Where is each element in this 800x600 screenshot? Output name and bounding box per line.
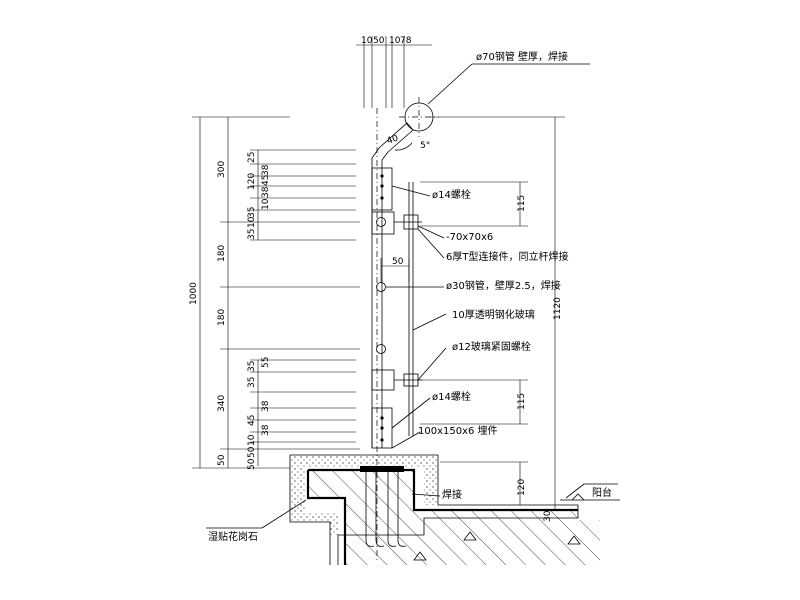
dim-35-a: 35 xyxy=(247,207,257,218)
dim-50-a: 50 xyxy=(247,446,257,458)
dim-35-b: 35 xyxy=(247,229,257,240)
dim-180-b: 180 xyxy=(217,309,227,326)
dim-55: 55 xyxy=(261,357,271,368)
dim-35-c: 35 xyxy=(247,361,257,372)
dim-50-b: 50 xyxy=(247,458,257,470)
spacing-dim: 50 xyxy=(380,257,410,282)
dim-30: 30 xyxy=(543,510,553,522)
label-balcony: 阳台 xyxy=(592,486,612,499)
handrail: ø70钢管 壁厚，焊接 40 5° xyxy=(371,50,590,161)
label-bolt-lower: ø14螺栓 xyxy=(432,390,471,403)
dim-35-d: 35 xyxy=(247,377,257,388)
label-granite: 湿贴花岗石 xyxy=(208,530,258,543)
top-dim-2: 50 xyxy=(373,36,385,46)
dim-50-mid: 50 xyxy=(217,454,227,466)
spacing-50: 50 xyxy=(392,257,404,267)
dim-38-a: 38 xyxy=(261,164,271,176)
dim-120-inner: 120 xyxy=(247,173,257,190)
label-glass: 10厚透明钢化玻璃 xyxy=(452,308,535,321)
dim-38-b: 38 xyxy=(261,186,271,198)
dim-115-upper: 115 xyxy=(517,195,527,212)
label-embed: 100x150x6 埋件 xyxy=(418,425,498,437)
angle-deg: 5° xyxy=(420,141,430,151)
dim-1120: 1120 xyxy=(553,297,563,320)
label-glass-bolt: ø12玻璃紧固螺栓 xyxy=(452,340,531,353)
parapet xyxy=(289,454,620,565)
right-dimensions: 1120 115 115 120 30 xyxy=(420,116,565,522)
label-weld: 焊接 xyxy=(442,488,462,501)
dim-38-d: 38 xyxy=(261,424,271,436)
dim-10-c: 10 xyxy=(247,434,257,446)
label-pipe30: ø30钢管，壁厚2.5，焊接 xyxy=(446,279,561,292)
glass-panel xyxy=(394,182,422,436)
top-dimensions: 10 50 10 78 xyxy=(356,36,432,108)
dim-25: 25 xyxy=(247,152,257,163)
dim-115-lower: 115 xyxy=(517,393,527,410)
dim-38-c: 38 xyxy=(261,400,271,412)
dim-10-a: 10 xyxy=(261,198,271,210)
dim-45-a: 45 xyxy=(261,175,271,186)
dim-300: 300 xyxy=(217,161,227,178)
dim-45-b: 45 xyxy=(247,415,257,426)
label-bolt-upper: ø14螺栓 xyxy=(432,188,471,201)
dim-120: 120 xyxy=(517,479,527,496)
top-dim-4: 78 xyxy=(400,36,412,46)
label-plate: -70x70x6 xyxy=(446,232,493,243)
angle-len: 40 xyxy=(386,133,400,146)
label-t-connector: 6厚T型连接件，同立杆焊接 xyxy=(446,250,568,263)
left-dimensions: 1000 300 180 180 340 50 25 120 38 45 38 … xyxy=(189,116,360,470)
dim-10-b: 10 xyxy=(247,216,257,228)
dim-340: 340 xyxy=(217,395,227,412)
dim-1000: 1000 xyxy=(189,282,199,305)
dim-180-a: 180 xyxy=(217,245,227,262)
top-dim-1: 10 xyxy=(361,36,373,46)
top-dim-3: 10 xyxy=(389,36,401,46)
label-top-rail: ø70钢管 壁厚，焊接 xyxy=(476,50,568,63)
callouts: ø14螺栓 -70x70x6 6厚T型连接件，同立杆焊接 ø30钢管，壁厚2.5… xyxy=(206,185,618,543)
